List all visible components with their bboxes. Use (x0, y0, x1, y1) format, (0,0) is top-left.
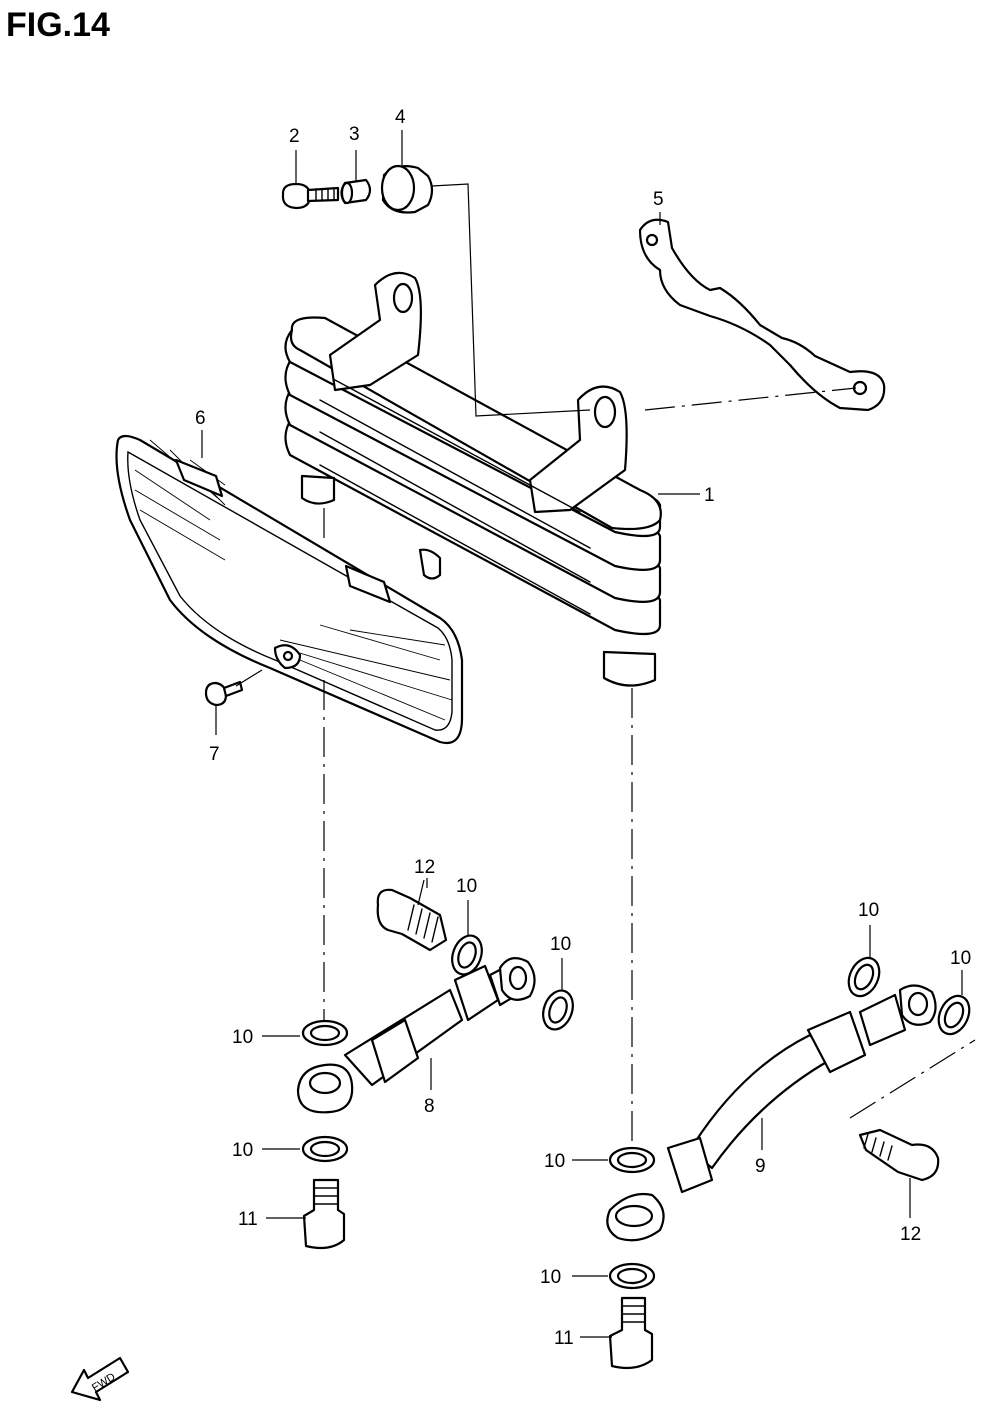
collar (340, 178, 372, 205)
callout-11-a: 11 (238, 1209, 258, 1230)
callout-10-e: 10 (232, 1027, 253, 1048)
callout-10-f: 10 (232, 1140, 253, 1161)
callout-2: 2 (289, 126, 300, 147)
callout-7: 7 (209, 744, 220, 765)
cooler-bracket (638, 218, 886, 412)
grommet (380, 164, 434, 214)
callout-numbers: 2 3 4 5 1 6 7 8 9 10 10 10 10 10 10 10 1… (195, 107, 971, 1349)
callout-5: 5 (653, 189, 664, 210)
cooler-mesh-guard (115, 434, 464, 745)
callout-10-d: 10 (950, 948, 971, 969)
oil-hose-rear (606, 984, 937, 1242)
callout-8: 8 (424, 1096, 435, 1117)
union-bolts (302, 1178, 654, 1370)
oil-cooler-core (284, 271, 662, 687)
callout-3: 3 (349, 124, 360, 145)
callout-12-b: 12 (900, 1224, 921, 1245)
callout-11-b: 11 (554, 1328, 574, 1349)
callout-10-b: 10 (550, 934, 571, 955)
callout-10-g: 10 (544, 1151, 565, 1172)
banjo-bolts (376, 888, 940, 1182)
forward-direction-badge: FWD (70, 1356, 130, 1402)
callout-6: 6 (195, 408, 206, 429)
callout-10-a: 10 (456, 876, 477, 897)
callout-9: 9 (755, 1156, 766, 1177)
oil-hose-front (296, 957, 536, 1114)
sealing-washers (301, 934, 971, 1290)
callout-leaders (201, 130, 963, 1338)
assembly-lines (235, 183, 976, 1148)
callout-12-a: 12 (414, 857, 435, 878)
mounting-bolt (281, 182, 340, 210)
figure-title: FIG.14 (6, 6, 110, 44)
callout-4: 4 (395, 107, 406, 128)
callout-1: 1 (704, 485, 715, 506)
callout-10-h: 10 (540, 1267, 561, 1288)
callout-10-c: 10 (858, 900, 879, 921)
